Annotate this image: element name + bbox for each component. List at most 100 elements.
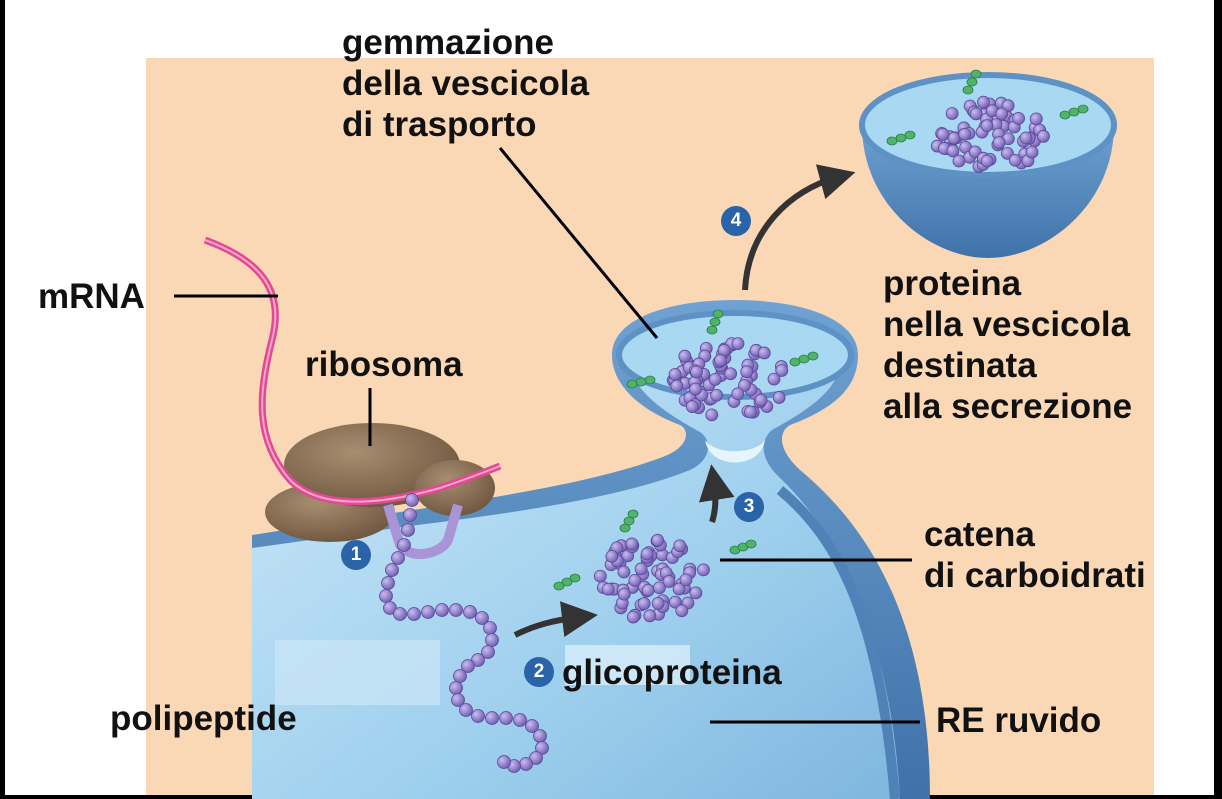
protein-bead	[947, 131, 961, 145]
sugar-unit	[569, 573, 581, 583]
label-carbohydrate-line-2: di carboidrati	[924, 556, 1146, 595]
protein-bead	[740, 365, 754, 379]
label-rough-er: RE ruvido	[936, 701, 1102, 740]
label-mrna: mRNA	[38, 277, 145, 316]
protein-bead	[977, 95, 990, 109]
protein-bead	[945, 107, 959, 120]
polypeptide-bead	[525, 719, 539, 733]
arrow-to-glycoprotein	[513, 601, 598, 638]
sugar-unit	[789, 357, 801, 367]
sugar-unit	[706, 325, 718, 335]
protein-bead	[685, 400, 699, 413]
label-vesicle-protein: proteina nella vescicola destinata alla …	[883, 263, 1132, 427]
sugar-unit	[745, 539, 757, 549]
protein-bead	[767, 372, 781, 386]
protein-bead	[690, 365, 703, 379]
polypeptide-bead	[401, 523, 415, 537]
sugar-unit	[561, 577, 573, 587]
sugar-unit	[1068, 107, 1080, 117]
polypeptide-bead	[403, 508, 417, 522]
mrna-strand-highlight	[204, 239, 501, 503]
sugar-unit	[623, 516, 635, 526]
polypeptide-bead	[385, 563, 399, 577]
polypeptide-bead	[381, 576, 395, 590]
leader-budding	[498, 147, 659, 339]
protein-bead	[775, 364, 789, 377]
polypeptide-bead	[533, 729, 547, 743]
polypeptide-bead	[519, 757, 533, 771]
protein-bead	[675, 604, 689, 618]
step-2-badge: 2	[524, 657, 554, 687]
label-budding-line-2: della vescicola	[342, 64, 590, 103]
protein-bead	[651, 533, 665, 547]
protein-bead	[958, 127, 972, 141]
sugar-unit	[970, 69, 982, 79]
sugar-unit	[619, 523, 631, 533]
protein-bead	[617, 565, 631, 579]
sugar-unit	[962, 85, 974, 95]
polypeptide-bead	[481, 645, 495, 659]
sugar-unit	[626, 379, 638, 389]
polypeptide-bead	[435, 603, 449, 617]
protein-bead	[689, 382, 702, 396]
polypeptide-bead	[529, 751, 543, 765]
label-vesicle-protein-line-3: destinata	[883, 346, 1037, 385]
step-1-badge: 1	[341, 540, 371, 570]
protein-bead	[593, 569, 607, 583]
arrow-to-bud	[698, 464, 735, 523]
protein-bead	[1019, 131, 1033, 145]
protein-bead	[1025, 145, 1039, 159]
protein-bead	[672, 582, 686, 596]
sugar-unit	[886, 136, 898, 146]
label-polypeptide: polipeptide	[110, 699, 297, 738]
sugar-unit	[709, 317, 721, 327]
protein-bead	[992, 136, 1006, 150]
polypeptide-bead	[449, 681, 463, 695]
polypeptide-bead	[483, 621, 497, 635]
protein-bead	[651, 597, 665, 610]
polypeptide-bead	[451, 693, 465, 707]
right-border	[1214, 0, 1222, 799]
polypeptide-bead	[453, 669, 467, 683]
protein-bead	[670, 379, 684, 393]
protein-bead	[668, 367, 682, 381]
label-carbohydrate: catena di carboidrati	[924, 514, 1146, 596]
sugar-unit	[644, 375, 656, 385]
sugar-unit	[627, 509, 639, 519]
polypeptide-bead	[449, 603, 463, 617]
polypeptide-bead	[485, 633, 499, 647]
sugar-unit	[712, 309, 724, 319]
sugar-unit	[1077, 104, 1089, 114]
polypeptide-bead	[407, 607, 421, 621]
protein-bead	[628, 573, 642, 587]
protein-bead	[1029, 112, 1043, 126]
protein-bead	[679, 573, 693, 587]
polypeptide-chain	[379, 493, 549, 773]
arrow-to-secretion	[742, 164, 856, 291]
sugar-unit	[635, 377, 647, 387]
protein-bead	[605, 549, 619, 563]
label-vesicle-protein-line-1: proteina	[883, 264, 1022, 303]
protein-bead	[708, 373, 722, 386]
polypeptide-bead	[383, 601, 397, 615]
polypeptide-bead	[459, 703, 473, 717]
protein-bead	[601, 582, 615, 596]
protein-bead	[1037, 129, 1050, 143]
sugar-unit	[807, 351, 819, 361]
label-vesicle-protein-line-4: alla secrezione	[883, 387, 1133, 426]
protein-bead	[969, 107, 983, 121]
polypeptide-bead	[497, 755, 511, 769]
protein-bead	[744, 405, 757, 419]
step-4-badge: 4	[721, 206, 751, 236]
polypeptide-bead	[405, 493, 419, 507]
protein-bead	[772, 391, 786, 404]
protein-bead	[731, 387, 745, 401]
protein-bead	[634, 562, 648, 576]
protein-bead	[713, 354, 727, 367]
protein-bead	[1012, 111, 1025, 125]
polypeptide-bead	[391, 551, 405, 565]
protein-bead	[640, 547, 654, 561]
polypeptide-bead	[499, 711, 513, 725]
